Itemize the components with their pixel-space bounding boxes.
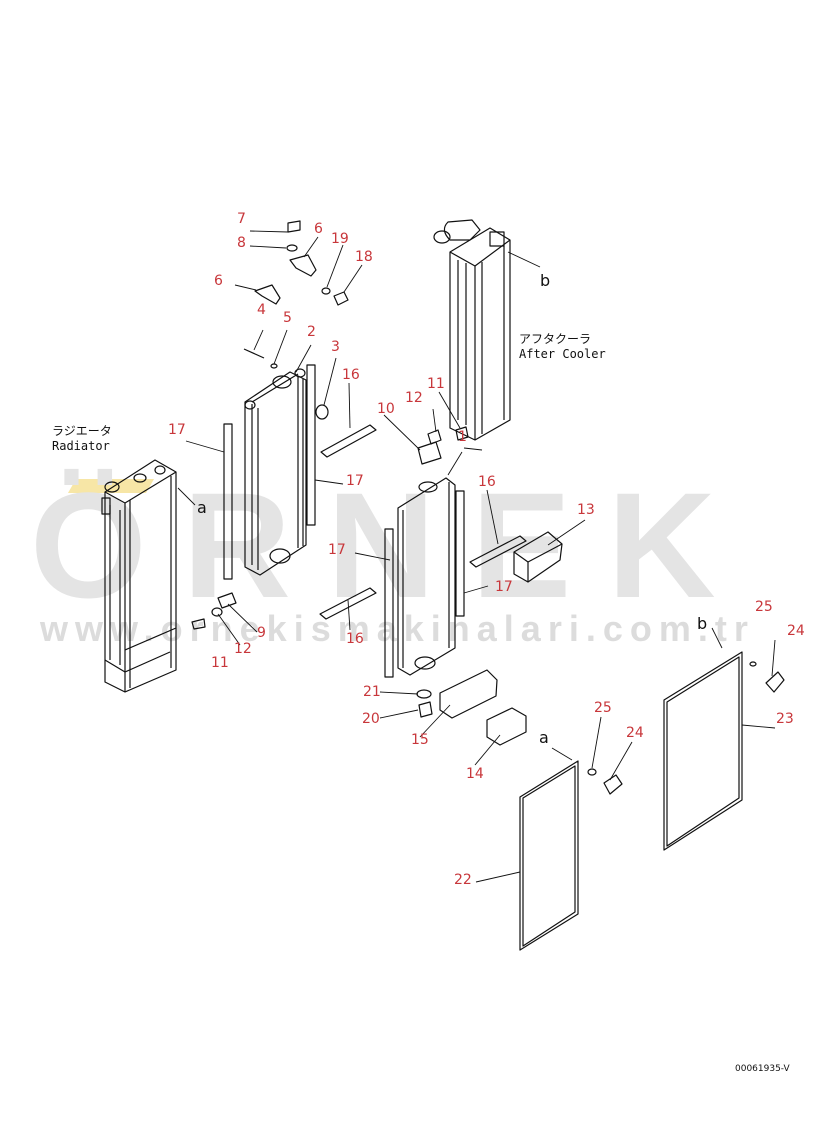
callout-16: 16 [346, 631, 364, 647]
wing-nut-24a [765, 671, 785, 693]
callout-17: 17 [328, 542, 346, 558]
wing-nut-24b [603, 774, 623, 795]
callout-18: 18 [355, 249, 373, 265]
callout-17: 17 [168, 422, 186, 438]
o-ring-3 [315, 404, 329, 420]
block-14 [486, 707, 527, 746]
washer-12a [211, 607, 223, 617]
callout-3: 3 [331, 339, 340, 355]
bolt-11b [455, 426, 469, 441]
callout-24: 24 [626, 725, 644, 741]
frame-1 [397, 477, 456, 676]
strip-16b [319, 587, 377, 620]
callout-1: 1 [458, 429, 467, 445]
washer-12b [427, 429, 442, 445]
bracket-9 [217, 592, 237, 609]
callout-20: 20 [362, 711, 380, 727]
washer-8 [286, 244, 298, 252]
seal-strip-17b [306, 364, 316, 526]
callout-6: 6 [314, 221, 323, 237]
frame-2 [244, 368, 307, 576]
aftercooler-core [433, 219, 511, 441]
aftercooler-label-jp: アフタクーラ [519, 332, 592, 346]
strip-16c [469, 535, 527, 568]
clip-5 [270, 363, 278, 369]
callout-8: 8 [237, 235, 246, 251]
callout-16: 16 [342, 367, 360, 383]
callout-11: 11 [211, 655, 229, 671]
callout-11: 11 [427, 376, 445, 392]
o-ring-21 [416, 689, 432, 699]
cover-13 [513, 531, 563, 583]
bolt-7 [287, 220, 301, 233]
ref-letter-a: a [539, 728, 549, 747]
callout-24: 24 [787, 623, 805, 639]
ref-letter-b: b [697, 614, 708, 633]
callout-16: 16 [478, 474, 496, 490]
bracket-6a [254, 284, 281, 305]
radiator-label-en: Radiator [52, 439, 110, 453]
callout-22: 22 [454, 872, 472, 888]
ref-letter-a: a [197, 498, 207, 517]
plug-20 [418, 701, 433, 718]
callout-21: 21 [363, 684, 381, 700]
washer-25a [749, 661, 757, 667]
block-15 [439, 669, 498, 719]
bolt-18 [333, 291, 349, 306]
callout-2: 2 [307, 324, 316, 340]
callout-23: 23 [776, 711, 794, 727]
callout-13: 13 [577, 502, 595, 518]
radiator-core [101, 459, 177, 693]
callout-25: 25 [594, 700, 612, 716]
callout-9: 9 [257, 625, 266, 641]
callout-17: 17 [346, 473, 364, 489]
callout-5: 5 [283, 310, 292, 326]
ref-letter-b: b [540, 271, 551, 290]
aftercooler-label-en: After Cooler [519, 347, 606, 361]
leader-lines [177, 230, 776, 883]
seal-strip-17d [455, 490, 465, 617]
callout-12: 12 [234, 641, 252, 657]
callout-19: 19 [331, 231, 349, 247]
callout-17: 17 [495, 579, 513, 595]
screen-23 [663, 651, 743, 851]
callout-14: 14 [466, 766, 484, 782]
strip-16a [320, 424, 377, 458]
callout-10: 10 [377, 401, 395, 417]
callout-25: 25 [755, 599, 773, 615]
washer-25b [587, 768, 597, 776]
callout-15: 15 [411, 732, 429, 748]
screen-22 [519, 760, 579, 951]
callout-7: 7 [237, 211, 246, 227]
callout-4: 4 [257, 302, 266, 318]
block-10 [417, 441, 442, 465]
callout-12: 12 [405, 390, 423, 406]
radiator-label-jp: ラジエータ [52, 424, 112, 438]
seal-strip-17c [384, 528, 394, 678]
seal-strip-17a [223, 423, 233, 580]
bolt-11a [191, 618, 206, 630]
callout-6: 6 [214, 273, 223, 289]
drawing-code: 00061935-V [735, 1064, 790, 1074]
nut-19 [321, 287, 331, 295]
pin-4 [243, 348, 265, 359]
bracket-6b [289, 254, 317, 277]
